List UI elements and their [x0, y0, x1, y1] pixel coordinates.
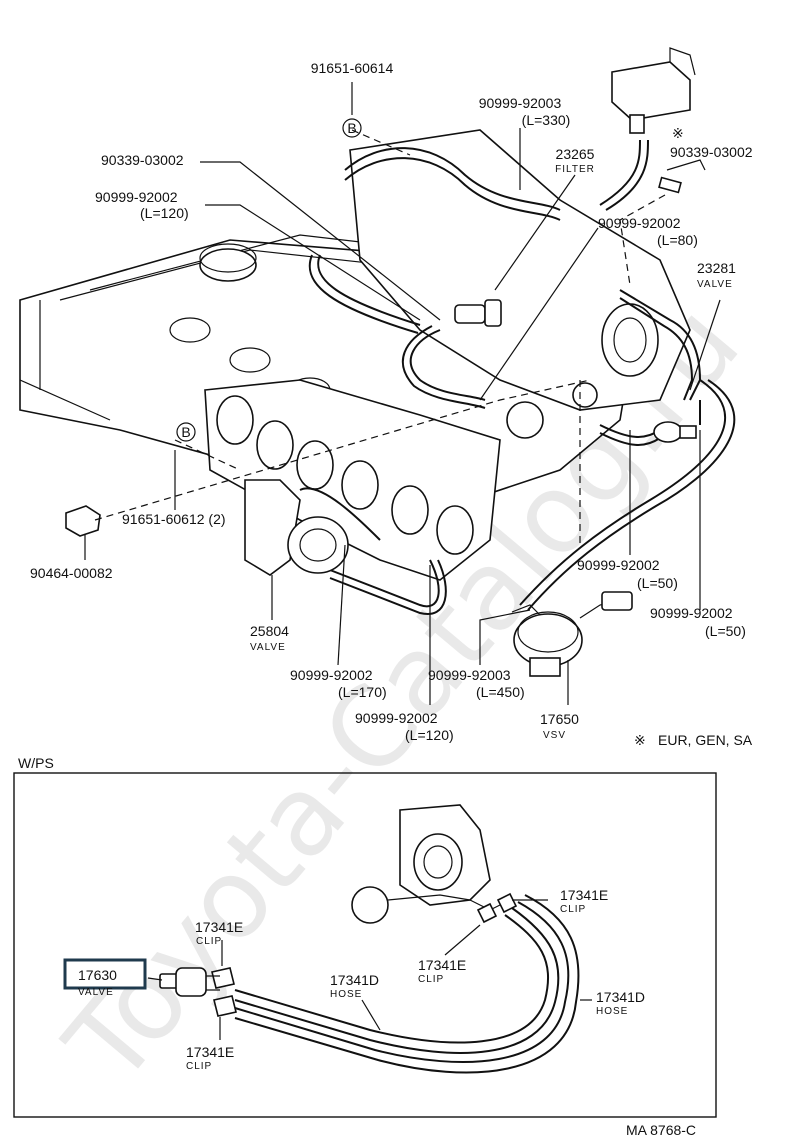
part-length: (L=50)	[705, 623, 746, 639]
part-number-17341e: 17341E	[560, 887, 608, 903]
throttle-body-wps	[351, 804, 501, 924]
part-number-90339-03002: 90339-03002	[101, 152, 184, 168]
ref-marker-label: B	[347, 120, 356, 136]
part-number-91651-60614: 91651-60614	[311, 60, 394, 76]
leader-lines-upper	[84, 82, 721, 705]
part-number-90999-92002: 90999-92002	[95, 189, 178, 205]
clamp-90339-03002	[658, 176, 682, 194]
vacuum-hoses	[299, 139, 736, 616]
part-desc-clip: CLIP	[186, 1061, 212, 1072]
part-desc-clip: CLIP	[418, 974, 444, 985]
part-length: (L=330)	[522, 112, 571, 128]
part-number-90339-03002-region: 90339-03002	[670, 144, 753, 160]
valve-25804	[244, 479, 349, 576]
part-number-90999-92002: 90999-92002	[355, 710, 438, 726]
part-number-90999-92002: 90999-92002	[650, 605, 733, 621]
part-length: (L=170)	[338, 684, 387, 700]
region-mark: ※	[672, 125, 684, 141]
highlight-box[interactable]	[63, 958, 147, 990]
part-number-17341e: 17341E	[195, 919, 243, 935]
part-number-23265: 23265	[556, 146, 595, 162]
part-number-17341d: 17341D	[596, 989, 645, 1005]
intake-manifold	[204, 379, 501, 581]
part-number-17650: 17650	[540, 711, 579, 727]
part-number-23281: 23281	[697, 260, 736, 276]
wps-section-frame	[13, 772, 717, 1118]
ref-marker-label: B	[181, 424, 190, 440]
part-length: (L=50)	[637, 575, 678, 591]
part-length: (L=450)	[476, 684, 525, 700]
part-number-90999-92002: 90999-92002	[577, 557, 660, 573]
part-number-17341e: 17341E	[418, 957, 466, 973]
filter-23265	[454, 299, 502, 327]
part-number-91651-60612: 91651-60612 (2)	[122, 511, 226, 527]
section-label-wps: W/PS	[18, 755, 54, 771]
region-mark: ※	[634, 732, 646, 748]
part-desc-clip: CLIP	[196, 936, 222, 947]
part-desc-valve: VALVE	[78, 987, 114, 998]
clips-wps	[211, 892, 518, 1017]
ref-line-b-lower	[94, 379, 591, 521]
part-number-90999-92002: 90999-92002	[598, 215, 681, 231]
ref-line-clamp	[619, 194, 666, 286]
charcoal-canister	[611, 47, 696, 134]
ref-marker-b-lower: B	[176, 422, 196, 442]
oil-filler-cap	[199, 248, 257, 282]
vacuum-delay-valve-23281	[653, 421, 697, 443]
part-desc-valve: VALVE	[250, 642, 286, 653]
leader-lines-wps	[147, 899, 592, 1040]
part-number-25804: 25804	[250, 623, 289, 639]
vsv-17650	[511, 591, 633, 677]
throttle-body-upper	[349, 129, 691, 439]
ref-marker-b-upper: B	[342, 118, 362, 138]
part-length: (L=120)	[140, 205, 189, 221]
highlighted-part-17630[interactable]: 17630 VALVE	[63, 958, 147, 998]
part-length: (L=80)	[657, 232, 698, 248]
part-number-17630[interactable]: 17630	[78, 967, 117, 983]
part-desc-clip: CLIP	[560, 904, 586, 915]
clip-90464-00082	[65, 505, 101, 537]
part-desc-vsv: VSV	[543, 730, 566, 741]
part-desc-hose: HOSE	[596, 1006, 628, 1017]
part-length: (L=120)	[405, 727, 454, 743]
diagram-code: MA 8768-C	[626, 1122, 696, 1138]
part-number-90464-00082: 90464-00082	[30, 565, 113, 581]
part-number-90999-92002: 90999-92002	[290, 667, 373, 683]
part-desc-filter: FILTER	[555, 164, 595, 175]
ref-line-b-upper	[351, 129, 411, 156]
region-note: EUR, GEN, SA	[658, 732, 753, 748]
part-number-90999-92003: 90999-92003	[479, 95, 562, 111]
part-desc-valve: VALVE	[697, 279, 733, 290]
power-steering-hoses	[234, 894, 580, 1074]
part-number-90999-92003: 90999-92003	[428, 667, 511, 683]
part-desc-hose: HOSE	[330, 989, 362, 1000]
part-number-17341e: 17341E	[186, 1044, 234, 1060]
valve-17630	[159, 967, 220, 997]
part-number-17341d: 17341D	[330, 972, 379, 988]
